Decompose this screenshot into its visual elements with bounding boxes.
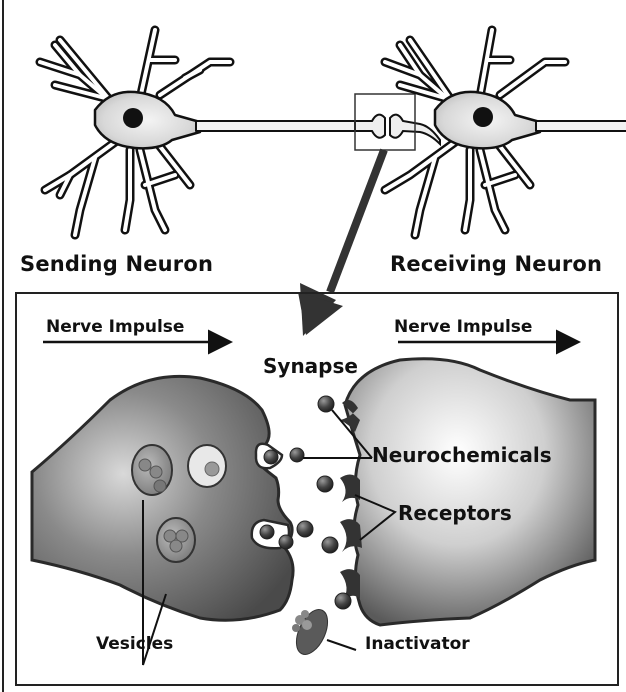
sending-neuron-label: Sending Neuron: [20, 252, 214, 276]
inactivator-label: Inactivator: [365, 634, 470, 654]
receiving-neuron: [380, 25, 626, 240]
receiving-neuron-label: Receiving Neuron: [390, 252, 603, 276]
page-border: [2, 0, 4, 692]
nerve-impulse-right-label: Nerve Impulse: [394, 317, 533, 337]
synapse-terminals-small: [354, 113, 441, 147]
receptors-label: Receptors: [398, 501, 512, 525]
vesicles: [131, 444, 227, 563]
presynaptic-terminal: [30, 374, 295, 622]
neurochemicals-label: Neurochemicals: [372, 443, 552, 467]
sending-neuron: [35, 25, 357, 240]
synapse-label: Synapse: [263, 354, 358, 378]
leader-lines: [142, 409, 397, 666]
neurochemical-molecules: [259, 395, 352, 610]
zoom-region-box: [354, 93, 416, 151]
nerve-impulse-left-label: Nerve Impulse: [46, 317, 185, 337]
inactivator-enzyme: [292, 609, 329, 655]
receptors: [340, 399, 362, 602]
vesicles-label: Vesicles: [96, 634, 174, 654]
synapse-inset: [30, 329, 597, 666]
zoom-arrow: [298, 148, 388, 336]
postsynaptic-terminal: [343, 357, 597, 627]
